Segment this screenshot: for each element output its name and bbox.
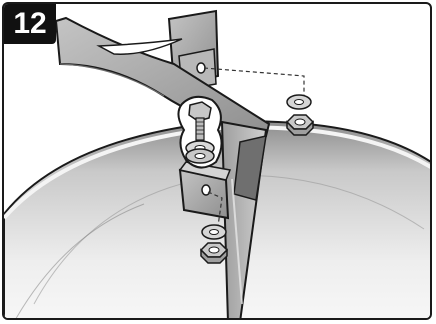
assembly-drawing — [4, 4, 432, 320]
lower-nut — [201, 243, 227, 263]
upper-nut — [287, 115, 313, 135]
lower-mounting-bracket — [180, 162, 230, 218]
bolt-with-washers — [178, 97, 221, 168]
lower-washer — [202, 225, 226, 239]
blade-arm — [56, 18, 269, 136]
step-number-badge: 12 — [4, 4, 56, 44]
illustration-frame: 12 — [2, 2, 432, 320]
upper-washer — [287, 95, 311, 109]
